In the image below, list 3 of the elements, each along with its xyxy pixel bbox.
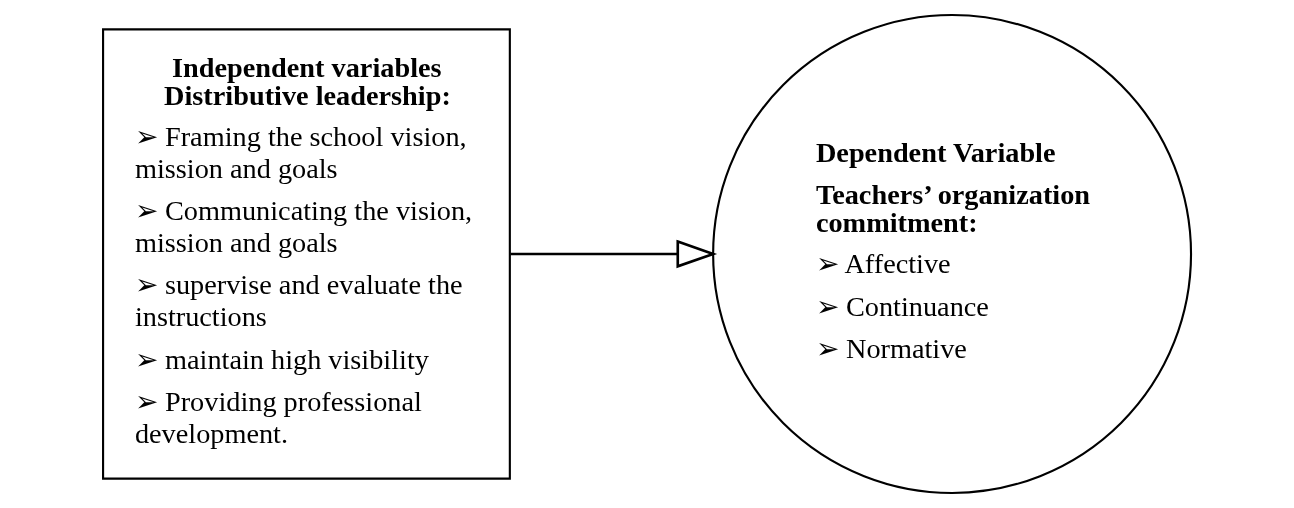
node-box: Independent variables Distributive leadership: ➢ Framing the school vision, mission and goals ➢ Communicating the vision, mission and goals ➢ supervise and evaluate the instructions ➢ maintain high visibility ➢ Providing professional development. <box>102 28 511 480</box>
arrow <box>510 239 718 269</box>
node-circle: Dependent Variable Teachers’ organization commitment: ➢ Affective ➢ Continuance ➢ Normative <box>712 13 1193 494</box>
